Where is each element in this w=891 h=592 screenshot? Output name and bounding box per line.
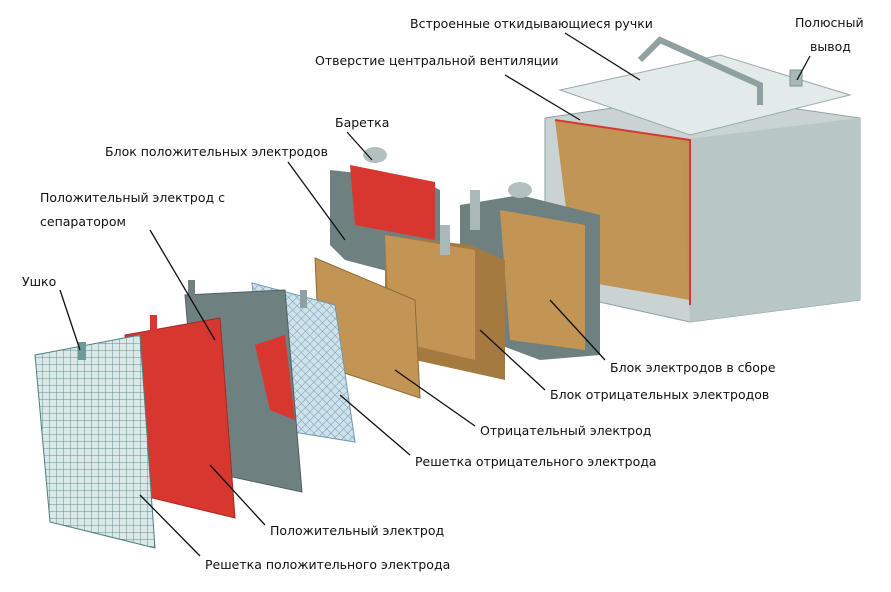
label-positive-plate: Положительный электрод — [270, 523, 444, 538]
strap — [363, 147, 387, 163]
label-terminal-2: вывод — [810, 39, 851, 54]
leader-lines — [59, 32, 811, 557]
label-strap: Баретка — [335, 115, 389, 130]
lug — [78, 342, 86, 360]
label-negative-plate: Отрицательный электрод — [480, 423, 651, 438]
label-positive-separator-2: сепаратором — [40, 214, 126, 229]
label-negative-grid: Решетка отрицательного электрода — [415, 454, 657, 469]
label-negative-block: Блок отрицательных электродов — [550, 387, 769, 402]
battery-case — [544, 36, 861, 323]
label-assembly: Блок электродов в сборе — [610, 360, 776, 375]
positive-grid — [34, 334, 156, 549]
label-terminal-1: Полюсный — [795, 15, 864, 30]
handle — [637, 36, 763, 105]
label-handles: Встроенные откидывающиеся ручки — [410, 16, 653, 31]
label-vent: Отверстие центральной вентиляции — [315, 53, 558, 68]
terminal — [789, 69, 803, 87]
label-positive-grid: Решетка положительного электрода — [205, 557, 450, 572]
label-lug: Ушко — [22, 274, 56, 289]
label-positive-separator-1: Положительный электрод с — [40, 190, 225, 205]
label-positive-block: Блок положительных электродов — [105, 144, 328, 159]
